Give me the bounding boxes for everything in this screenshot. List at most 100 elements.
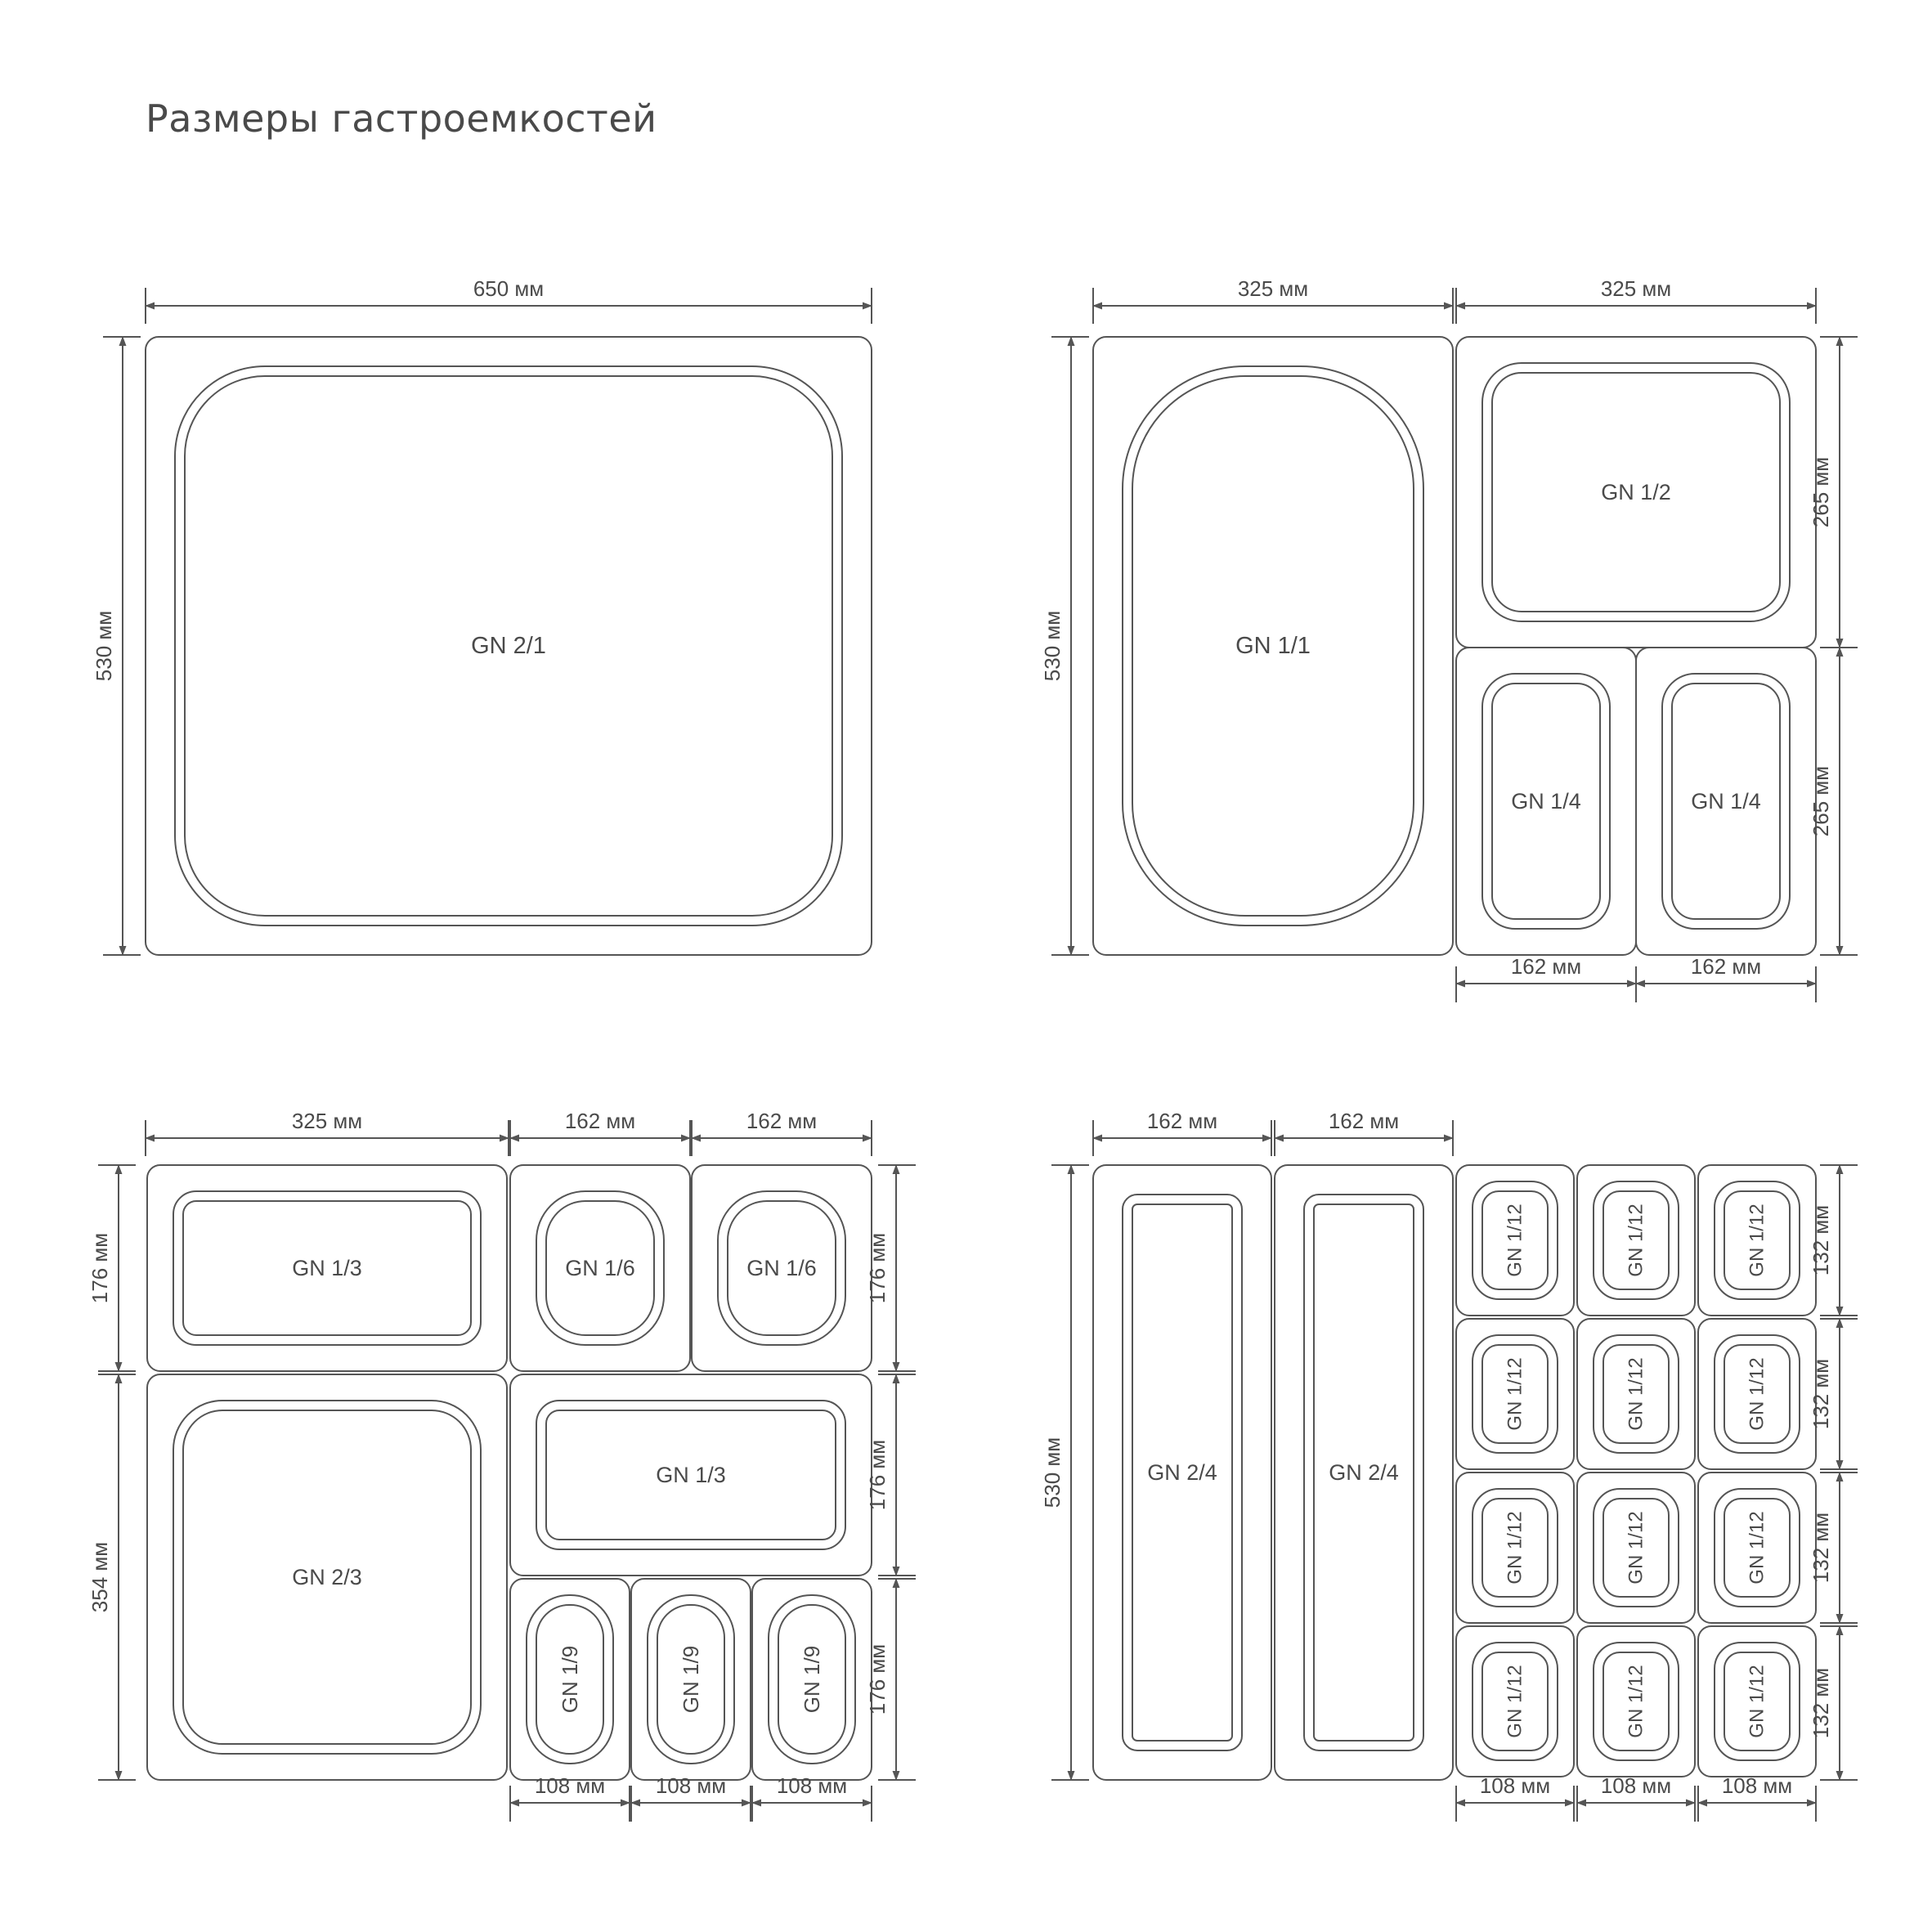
container-well [1671,683,1781,920]
container-well [727,1200,836,1336]
container-label: GN 2/3 [292,1565,362,1589]
container-outline [1697,1318,1817,1470]
gn-container: GN 1/12 [1576,1472,1696,1624]
dimension-horizontal: 108 мм [630,1773,751,1822]
container-rim [173,1400,482,1755]
dimension-label: 176 мм [865,1644,890,1715]
container-rim [1481,362,1791,622]
dimension-label: 162 мм [746,1109,817,1133]
container-label: GN 1/9 [558,1646,582,1713]
dimension-vertical: 176 мм [865,1164,916,1372]
dimension-label: 265 мм [1809,766,1833,836]
gn-container: GN 1/9 [630,1578,751,1781]
container-label: GN 1/12 [1746,1665,1768,1737]
container-well [1491,683,1601,920]
container-rim [647,1594,735,1764]
gn-container: GN 2/3 [146,1374,508,1781]
gn-container: GN 1/12 [1697,1472,1817,1624]
container-well [536,1604,604,1755]
container-outline [1092,1164,1272,1781]
container-outline [509,1374,872,1576]
gn-container: GN 1/12 [1455,1318,1575,1470]
container-outline [1576,1318,1696,1470]
container-label: GN 1/9 [800,1646,824,1713]
gn-container: GN 1/9 [751,1578,872,1781]
dimension-label: 108 мм [1601,1773,1671,1798]
container-well [1724,1652,1791,1751]
container-rim [1661,673,1791,930]
container-label: GN 2/4 [1329,1460,1399,1485]
container-label: GN 1/12 [1504,1511,1526,1584]
container-rim [1472,1642,1558,1761]
dimension-horizontal: 162 мм [509,1109,691,1156]
container-well [184,375,833,917]
dimension-horizontal: 650 мм [145,276,872,324]
container-rim [1303,1194,1424,1751]
gn-container: GN 1/12 [1697,1164,1817,1316]
dimension-horizontal: 162 мм [1635,954,1817,1002]
gn-container: GN 1/4 [1455,647,1637,956]
dimension-label: 108 мм [535,1773,605,1798]
container-outline [1576,1625,1696,1777]
container-well [182,1410,472,1745]
dimension-horizontal: 325 мм [1092,276,1454,324]
gn-container: GN 2/4 [1092,1164,1272,1781]
container-outline [630,1578,751,1781]
container-outline [1697,1472,1817,1624]
dimension-vertical: 176 мм [865,1374,916,1576]
dimension-horizontal: 108 мм [509,1773,630,1822]
dimension-label: 162 мм [1691,954,1761,979]
page-title: Размеры гастроемкостей [146,96,657,141]
dimension-horizontal: 108 мм [1455,1773,1575,1822]
gn-2-1-panel: GN 2/1 650 мм 530 мм [92,276,872,956]
container-rim [1714,1488,1800,1607]
container-outline [146,1374,508,1781]
dimension-horizontal: 162 мм [691,1109,872,1156]
container-well [1481,1344,1549,1444]
container-well [1132,1204,1233,1741]
container-rim [1122,1194,1243,1751]
container-label: GN 1/12 [1746,1204,1768,1276]
container-rim [768,1594,856,1764]
dimension-vertical: 132 мм [1809,1164,1858,1316]
dimension-label: 176 мм [87,1233,112,1303]
container-well [1481,1190,1549,1290]
container-outline [1697,1164,1817,1316]
gn-container: GN 1/12 [1455,1625,1575,1777]
gn-container: GN 1/12 [1576,1164,1696,1316]
container-label: GN 1/9 [679,1646,703,1713]
container-well [1313,1204,1414,1741]
gn-container: GN 1/12 [1576,1625,1696,1777]
container-label: GN 1/12 [1504,1204,1526,1276]
dimension-vertical: 354 мм [87,1374,136,1781]
container-rim [173,1190,482,1346]
dimension-label: 265 мм [1809,457,1833,527]
gn-container: GN 1/3 [146,1164,508,1372]
gn-container: GN 2/1 [145,336,872,956]
dimension-label: 108 мм [1480,1773,1550,1798]
dimension-vertical: 132 мм [1809,1472,1858,1624]
dimension-label: 530 мм [92,611,116,681]
dimension-horizontal: 108 мм [1576,1773,1696,1822]
dimension-vertical: 530 мм [1040,1164,1089,1781]
container-well [1603,1190,1670,1290]
dimension-label: 162 мм [1511,954,1581,979]
container-outline [1455,1318,1575,1470]
dimension-label: 132 мм [1809,1513,1833,1583]
container-outline [1455,1472,1575,1624]
container-outline [509,1578,630,1781]
container-outline [1455,1625,1575,1777]
container-label: GN 1/4 [1691,789,1761,814]
dimension-horizontal: 162 мм [1274,1109,1454,1156]
container-well [1724,1190,1791,1290]
dimension-label: 325 мм [292,1109,362,1133]
gn-container: GN 1/12 [1455,1164,1575,1316]
container-label: GN 1/12 [1504,1665,1526,1737]
gn-container: GN 1/1 [1092,336,1454,956]
container-well [1724,1344,1791,1444]
container-rim [536,1400,846,1550]
dimension-label: 325 мм [1238,276,1308,301]
container-outline [509,1164,691,1372]
container-rim [174,365,843,926]
